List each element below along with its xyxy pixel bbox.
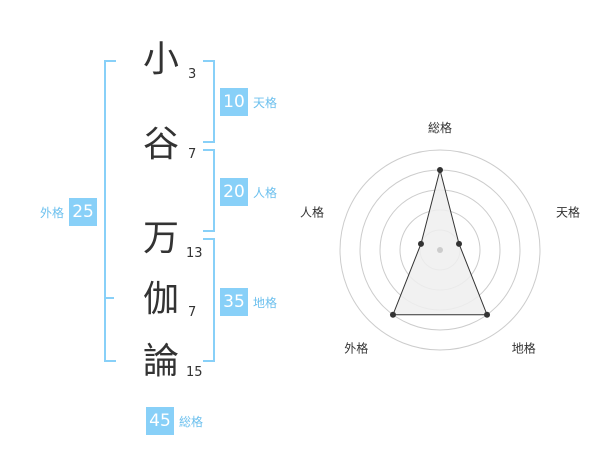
stroke-count-5: 15 <box>186 365 203 380</box>
tenkaku-label: 天格 <box>253 95 278 110</box>
jinkaku-value: 20 <box>220 178 248 206</box>
tenkaku-badge: 10 天格 <box>220 88 277 116</box>
chikaku-value: 35 <box>220 288 248 316</box>
radar-axis-label-4: 外格 <box>344 341 368 356</box>
stroke-count-1: 3 <box>188 67 197 82</box>
tenkaku-bracket <box>203 60 215 143</box>
gaikaku-label: 外格 <box>40 205 65 220</box>
jinkaku-badge: 20 人格 <box>220 178 277 206</box>
soukaku-label: 総格 <box>179 414 204 429</box>
soukaku-value: 45 <box>146 407 174 435</box>
chikaku-label: 地格 <box>253 295 278 310</box>
soukaku-badge: 45 総格 <box>146 407 203 435</box>
stroke-count-2: 7 <box>188 147 197 162</box>
chikaku-bracket <box>203 238 215 362</box>
gaikaku-bracket <box>104 60 116 362</box>
radar-point-5 <box>417 240 424 247</box>
radar-point-2 <box>456 240 463 247</box>
radar-point-1 <box>437 167 443 173</box>
gaikaku-bracket-tick <box>104 297 114 299</box>
radar-series-polygon <box>392 169 488 316</box>
radar-point-3 <box>484 311 491 318</box>
name-char-3: 万 <box>143 218 180 259</box>
gaikaku-badge: 25 外格 <box>40 198 98 226</box>
gaikaku-value: 25 <box>69 198 98 226</box>
radar-grid-ring-5 <box>339 149 541 351</box>
jinkaku-label: 人格 <box>253 185 278 200</box>
name-char-4: 伽 <box>143 279 180 320</box>
jinkaku-bracket <box>203 149 215 232</box>
radar-axis-label-5: 人格 <box>300 204 324 219</box>
stroke-count-4: 7 <box>188 305 197 320</box>
name-char-5: 論 <box>143 341 180 382</box>
radar-center-point <box>437 247 443 253</box>
radar-axis-label-3: 地格 <box>512 341 536 356</box>
stroke-count-3: 13 <box>186 246 203 261</box>
name-char-2: 谷 <box>143 124 180 165</box>
tenkaku-value: 10 <box>220 88 248 116</box>
radar-point-4 <box>389 311 396 318</box>
chikaku-badge: 35 地格 <box>220 288 277 316</box>
radar-axis-label-1: 総格 <box>428 120 452 135</box>
name-char-1: 小 <box>143 39 180 80</box>
radar-axis-label-2: 天格 <box>556 204 580 219</box>
